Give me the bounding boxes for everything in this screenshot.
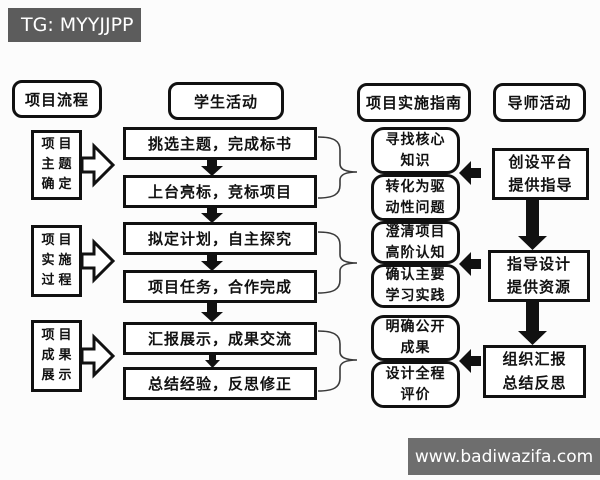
- brace-connector: [317, 231, 358, 294]
- arrow-down-icon: [201, 160, 223, 176]
- arrow-down-icon: [205, 355, 220, 368]
- stage-results-presentation: 项目 成果 展示: [31, 320, 82, 392]
- arrow-down-icon: [201, 208, 223, 223]
- step-cooperate-tasks: 项目任务，合作完成: [123, 270, 317, 303]
- step-reflect-revise: 总结经验，反思修正: [123, 367, 317, 400]
- guide-full-evaluation: 设计全程 评价: [371, 361, 460, 408]
- step-make-plan: 拟定计划，自主探究: [123, 222, 317, 255]
- step-bid-project: 上台亮标，竞标项目: [123, 175, 317, 208]
- arrow-right-icon: [80, 333, 116, 379]
- step-present-results: 汇报展示，成果交流: [123, 322, 317, 355]
- header-implementation-guide: 项目实施指南: [357, 83, 471, 122]
- arrow-down-icon: [518, 200, 547, 250]
- arrow-left-icon: [459, 349, 481, 373]
- step-select-topic: 挑选主题，完成标书: [123, 127, 317, 160]
- arrow-down-icon: [518, 302, 547, 345]
- arrow-down-icon: [201, 255, 223, 271]
- arrow-down-icon: [201, 303, 223, 322]
- stage-implementation: 项目 实施 过程: [31, 225, 82, 297]
- mentor-guide-design: 指导设计 提供资源: [488, 250, 590, 302]
- header-project-process: 项目流程: [12, 80, 102, 118]
- guide-higher-cognition: 澄清项目 高阶认知: [371, 221, 460, 264]
- brace-connector: [317, 330, 358, 392]
- mentor-create-platform: 创设平台 提供指导: [492, 148, 589, 200]
- header-mentor-activities: 导师活动: [493, 83, 586, 122]
- brace-connector: [317, 136, 358, 199]
- arrow-left-icon: [459, 252, 481, 276]
- arrow-right-icon: [80, 238, 116, 284]
- guide-driving-question: 转化为驱 动性问题: [371, 174, 460, 221]
- header-student-activities: 学生活动: [168, 82, 284, 120]
- watermark-website-badge: www.badiwazifa.com: [408, 438, 600, 475]
- guide-core-knowledge: 寻找核心 知识: [371, 127, 460, 174]
- arrow-left-icon: [459, 161, 481, 185]
- guide-learning-practice: 确认主要 学习实践: [371, 264, 460, 308]
- mentor-organize-reflection: 组织汇报 总结反思: [483, 345, 586, 398]
- watermark-telegram-badge: TG: MYYJJPP: [8, 8, 141, 42]
- guide-public-results: 明确公开 成果: [371, 315, 460, 361]
- stage-topic-confirmation: 项目 主题 确定: [31, 130, 82, 200]
- arrow-right-icon: [80, 142, 116, 188]
